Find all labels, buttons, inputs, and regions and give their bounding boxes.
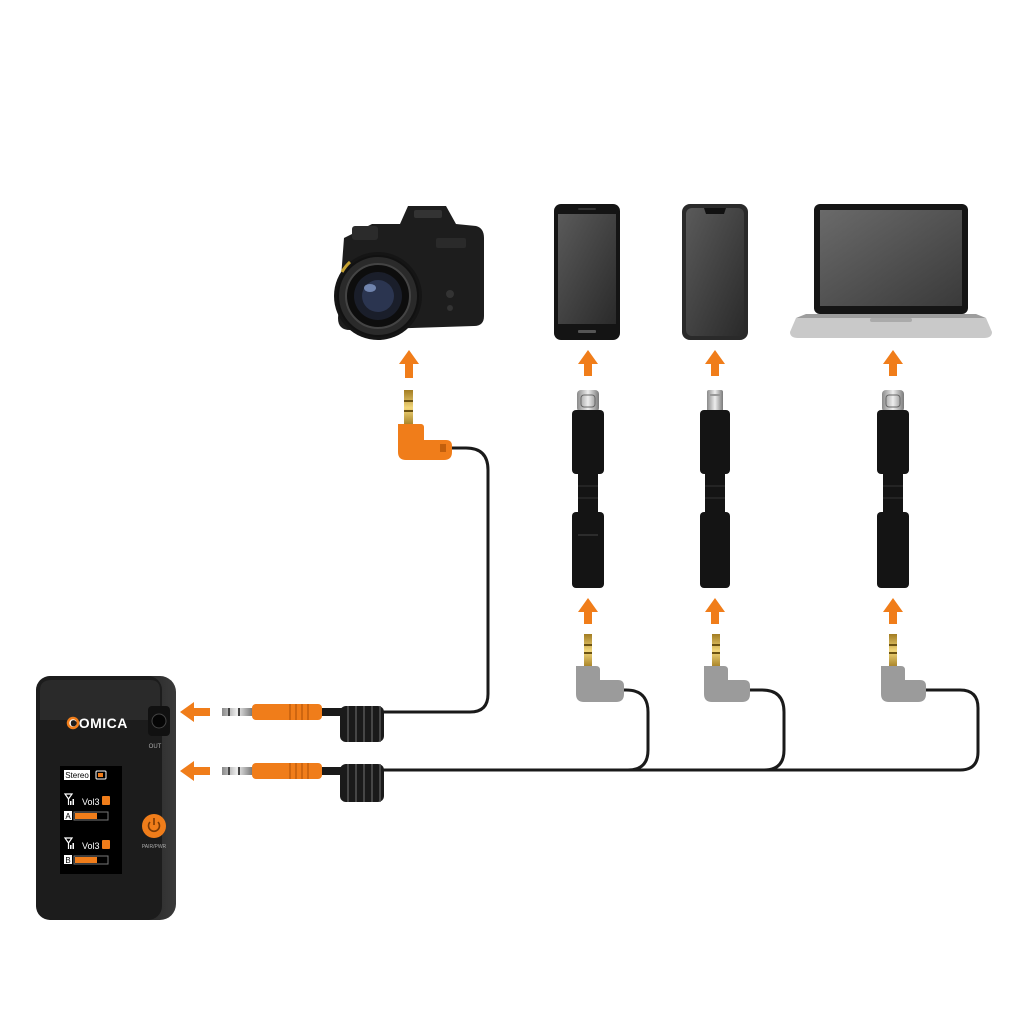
signal-icon xyxy=(63,837,74,849)
channel-a-label: A xyxy=(65,812,71,821)
brand-logo: COMICA xyxy=(68,715,128,731)
dslr-camera-icon xyxy=(334,206,484,340)
arrow-up-icon xyxy=(705,598,725,624)
arrow-up-icon xyxy=(883,350,903,376)
arrow-up-icon xyxy=(399,350,419,378)
android-phone-icon xyxy=(554,204,620,340)
camera-trs-plug xyxy=(398,390,452,460)
usb-c-adapter xyxy=(572,390,604,588)
camera-cable xyxy=(378,446,490,714)
arrow-up-icon xyxy=(705,350,725,376)
iphone-cable-branch xyxy=(738,688,786,772)
power-button-label: PAIR/PWR xyxy=(142,844,167,850)
arrow-left-icon xyxy=(180,761,210,781)
channel-a-volume: Vol3 xyxy=(82,797,100,807)
android-trs-plug xyxy=(576,634,624,702)
arrow-up-icon xyxy=(883,598,903,624)
phone-cable-main xyxy=(378,688,980,772)
usb-c-adapter xyxy=(877,390,909,588)
receiver-plug-lower xyxy=(222,763,342,779)
out-jack[interactable] xyxy=(151,713,167,729)
android-cable-branch xyxy=(610,688,650,772)
mode-label: Stereo xyxy=(65,771,89,780)
wireless-receiver: COMICA OUT PAIR/PWR Stereo Vol3 A xyxy=(36,676,176,920)
battery-icon xyxy=(95,770,107,780)
channel-b-level-meter xyxy=(73,855,109,865)
lock-icon xyxy=(102,796,110,805)
iphone-icon xyxy=(682,204,748,340)
lightning-adapter xyxy=(700,390,730,588)
brand-logo-mark xyxy=(66,716,80,730)
channel-b-volume: Vol3 xyxy=(82,841,100,851)
arrow-up-icon xyxy=(578,598,598,624)
arrow-left-icon xyxy=(180,702,210,722)
iphone-trs-plug xyxy=(704,634,750,702)
lock-icon xyxy=(102,840,110,849)
channel-a: Vol3 A xyxy=(63,793,110,821)
cables xyxy=(378,446,980,772)
coil-upper xyxy=(340,706,384,742)
signal-icon xyxy=(63,793,74,805)
channel-a-level-meter xyxy=(73,811,109,821)
receiver-plug-upper xyxy=(222,704,342,720)
out-port-label: OUT xyxy=(149,744,162,750)
power-icon xyxy=(147,821,161,833)
channel-b: Vol3 B xyxy=(63,837,110,865)
channel-b-label: B xyxy=(65,856,70,865)
laptop-icon xyxy=(790,204,992,338)
laptop-trs-plug xyxy=(881,634,926,702)
arrow-up-icon xyxy=(578,350,598,376)
power-button[interactable] xyxy=(142,814,166,838)
coil-lower xyxy=(340,764,384,802)
